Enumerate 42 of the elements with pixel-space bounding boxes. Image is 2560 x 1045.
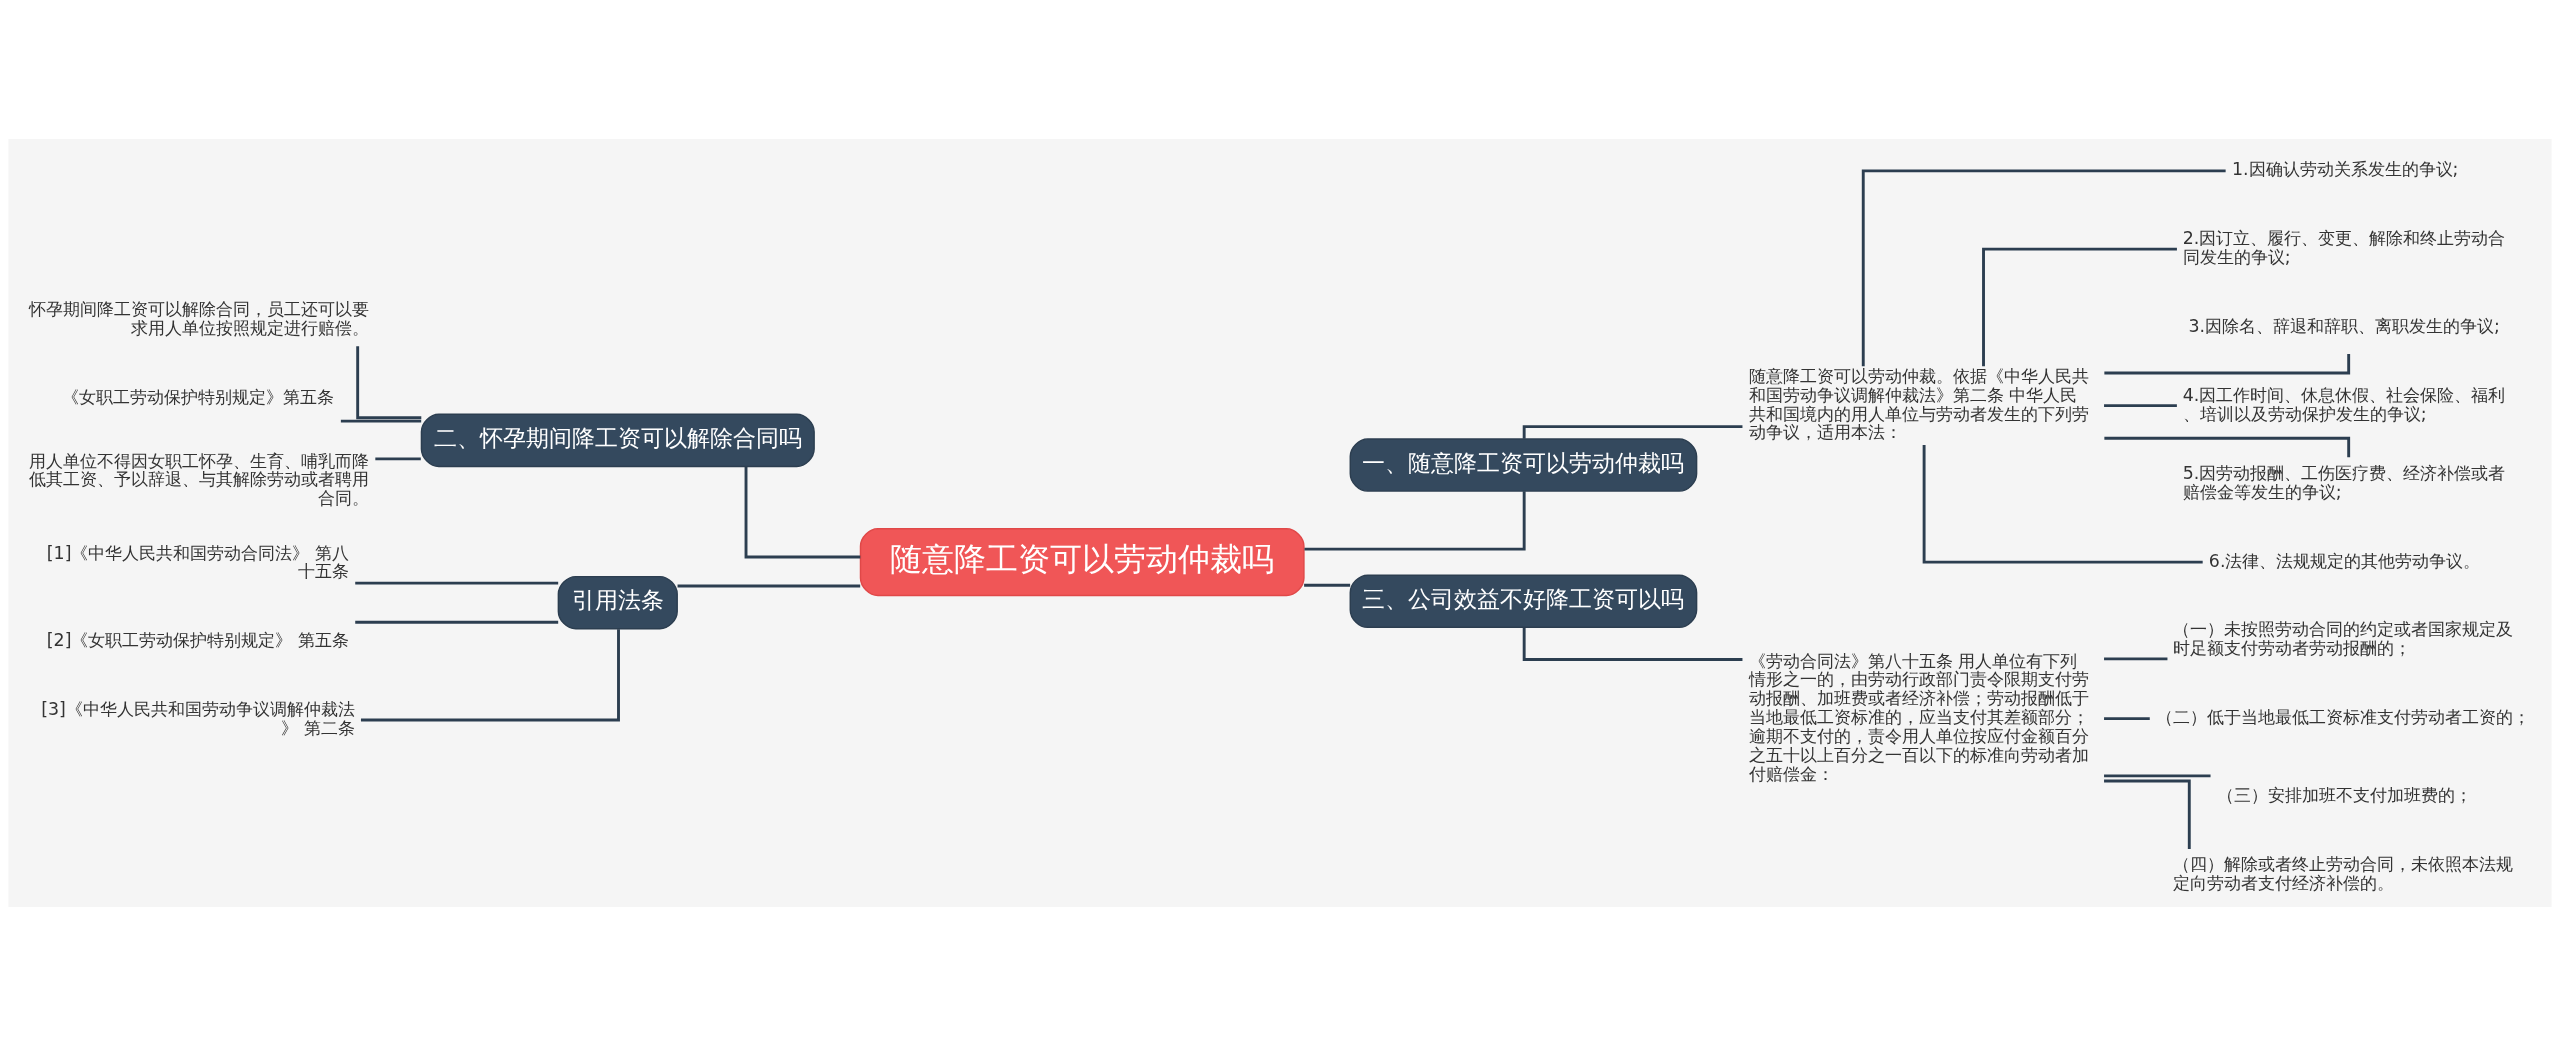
node-text: 怀孕期间降工资可以解除合同，员工还可以要求用人单位按照规定进行赔偿。 [29,298,370,338]
node-text: 6.法律、法规规定的其他劳动争议。 [2208,550,2481,571]
node-text: （四）解除或者终止劳动合同，未依照本法规定向劳动者支付经济补偿的。 [2173,853,2514,893]
node-text: （二）低于当地最低工资标准支付劳动者工资的； [2155,706,2530,727]
connector [2104,778,2191,849]
connector [677,584,861,587]
node-text: 3.因除名、辞退和辞职、离职发生的争议; [2188,315,2500,336]
node-text: [1]《中华人民共和国劳动合同法》 第八十五条 [46,542,349,581]
node-text: 4.因工作时间、休息休假、社会保险、福利、培训以及劳动保护发生的争议; [2182,384,2506,424]
connector [360,628,620,722]
connector [1304,583,1351,587]
connector [355,581,559,585]
connector [340,419,422,423]
node-text: 随意降工资可以劳动仲裁。依据《中华人民共和国劳动争议调解仲裁法》第二条 中华人民共和国境内的用人单位与劳动者发生的下列劳动争议，适用本法： [1748,365,2089,442]
connector [744,466,861,558]
node-text: （一）未按照劳动合同的约定或者国家规定及时足额支付劳动者劳动报酬的； [2173,618,2514,658]
node-box: 随意降工资可以劳动仲裁吗 [859,527,1305,596]
node-box: 二、怀孕期间降工资可以解除合同吗 [420,413,815,467]
node-text: 5.因劳动报酬、工伤医疗费、经济补偿或者赔偿金等发生的争议; [2182,462,2506,502]
connector [2104,773,2211,777]
connector [2104,403,2177,407]
connector [1922,444,2203,564]
node-text: （三）安排加班不支付加班费的； [2216,784,2472,805]
node-text: 《劳动合同法》第八十五条 用人单位有下列情形之一的，由劳动行政部门责令限期支付劳动报酬、加班费或者经济补偿；劳动报酬低于当地最低工资标准的，应当支付其差额部分；逾期不支付的，责令用人单位按应付金额百分之五十以上百分之一百以下的标准向劳动者加付赔偿金： [1748,650,2089,784]
connector [1304,490,1526,551]
node-text: [2]《女职工劳动保护特别规定》 第五条 [46,629,349,650]
connector [375,456,421,460]
node-text: 用人单位不得因女职工怀孕、生育、哺乳而降低其工资、予以辞退、与其解除劳动或者聘用合同。 [29,450,370,508]
node-text: 2.因订立、履行、变更、解除和终止劳动合同发生的争议; [2182,227,2506,267]
connector [1861,168,2226,366]
connector [1522,424,1743,439]
node-box: 引用法条 [557,575,678,629]
node-box: 三、公司效益不好降工资可以吗 [1349,573,1698,628]
node-text: 《女职工劳动保护特别规定》第五条 [62,386,335,407]
node-text: 1.因确认劳动关系发生的争议; [2232,158,2459,179]
node-box: 一、随意降工资可以劳动仲裁吗 [1349,437,1698,492]
connector [1982,247,2177,366]
connector [356,345,422,419]
connector [2104,716,2150,720]
node-text: [3]《中华人民共和国劳动争议调解仲裁法》 第二条 [41,698,355,738]
connector [355,620,559,624]
connector [2104,656,2168,660]
